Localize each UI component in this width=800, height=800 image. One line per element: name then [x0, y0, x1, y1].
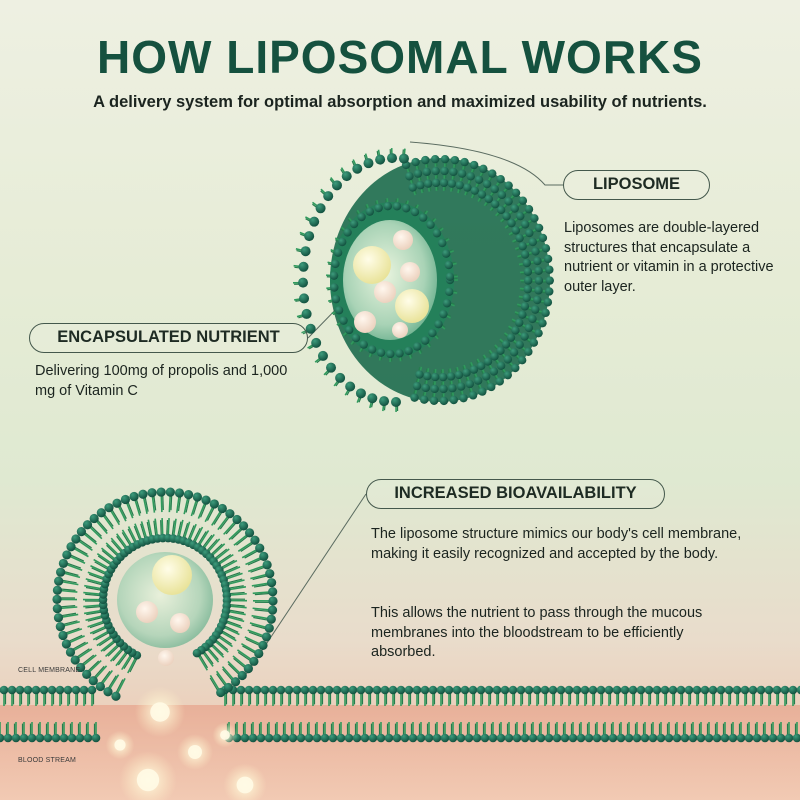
cell-membrane: [0, 685, 800, 743]
liposome-label: LIPOSOME: [563, 170, 710, 200]
bioavailability-description-2: This allows the nutrient to pass through…: [371, 605, 703, 660]
page-title: HOW LIPOSOMAL WORKS: [97, 31, 703, 83]
liposome-description: Liposomes are double-layered structures …: [564, 220, 774, 295]
encapsulated-nutrient-label: ENCAPSULATED NUTRIENT: [29, 323, 308, 353]
liposome-cross-section: [293, 148, 554, 413]
liposome-connector: [409, 141, 563, 186]
blood-stream-label: BLOOD STREAM: [18, 757, 77, 764]
bioavailability-description-1: The liposome structure mimics our body's…: [371, 526, 742, 562]
encapsulated-nutrient-description: Delivering 100mg of propolis and 1,000 m…: [35, 363, 288, 399]
nutrient-particles: [105, 686, 267, 800]
fusing-vesicle: [52, 487, 278, 701]
page-subtitle: A delivery system for optimal absorption…: [93, 93, 707, 111]
cell-membrane-label: CELL MEMBRANE: [18, 667, 81, 674]
increased-bioavailability-label: INCREASED BIOAVAILABILITY: [366, 479, 665, 509]
